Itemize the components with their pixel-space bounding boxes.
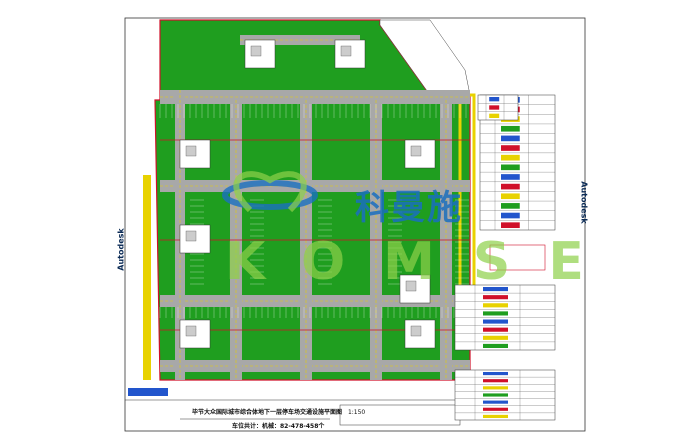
stair-core <box>410 145 422 157</box>
legend-symbol <box>483 386 508 390</box>
legend-symbol <box>483 335 508 340</box>
stair-core <box>185 230 197 242</box>
legend-symbol <box>483 372 508 376</box>
stair-core <box>340 45 352 57</box>
stair-core <box>185 145 197 157</box>
legend-symbol <box>501 145 520 151</box>
legend-symbol <box>501 135 520 142</box>
stair-core <box>185 325 197 337</box>
legend-symbol <box>501 203 520 209</box>
legend-symbol <box>501 193 520 200</box>
watermark-logo-heart <box>233 171 307 213</box>
drawing-title: 毕节大众国际城市综合体地下一层停车场交通设施平面图 1:150 <box>192 407 365 416</box>
watermark-en: KOMSE <box>225 232 622 292</box>
stair-core <box>410 325 422 337</box>
stair-core <box>405 280 417 292</box>
legend-symbol <box>501 164 520 171</box>
legend-symbol <box>483 414 508 418</box>
legend-symbol <box>483 311 508 316</box>
legend-symbol <box>483 327 508 332</box>
legend-symbol <box>483 319 508 324</box>
drawing-subtitle: 车位共计：机械：82-478-458个 <box>232 423 325 430</box>
legend-symbol <box>483 393 508 397</box>
legend-symbol <box>483 295 508 300</box>
sheet-border <box>124 17 586 432</box>
legend-symbol <box>483 303 508 308</box>
legend-symbol <box>483 287 508 292</box>
legend-symbol <box>483 407 508 411</box>
legend-symbol <box>483 400 508 404</box>
legend-symbol <box>501 183 520 190</box>
watermark-cn: 科曼施 <box>355 188 463 228</box>
entrance-sign <box>128 388 168 396</box>
legend-symbol <box>501 125 520 132</box>
legend-symbol <box>483 379 508 383</box>
legend-detail <box>489 244 546 271</box>
ramp-left <box>143 175 151 380</box>
legend-symbol <box>489 105 500 110</box>
drawing-title-text: 毕节大众国际城市综合体地下一层停车场交通设施平面图 <box>192 409 343 416</box>
stair-core <box>250 45 262 57</box>
legend-symbol <box>489 97 500 102</box>
legend-symbol <box>501 174 520 180</box>
drawing-scale: 1:150 <box>347 409 366 416</box>
side-label-left: Autodesk <box>116 228 126 271</box>
side-label-right: Autodesk <box>579 181 589 224</box>
legend-symbol <box>501 212 520 219</box>
legend-symbol <box>483 343 508 348</box>
legend-symbol <box>489 113 500 118</box>
legend-symbol <box>501 222 520 228</box>
legend-symbol <box>501 154 520 161</box>
